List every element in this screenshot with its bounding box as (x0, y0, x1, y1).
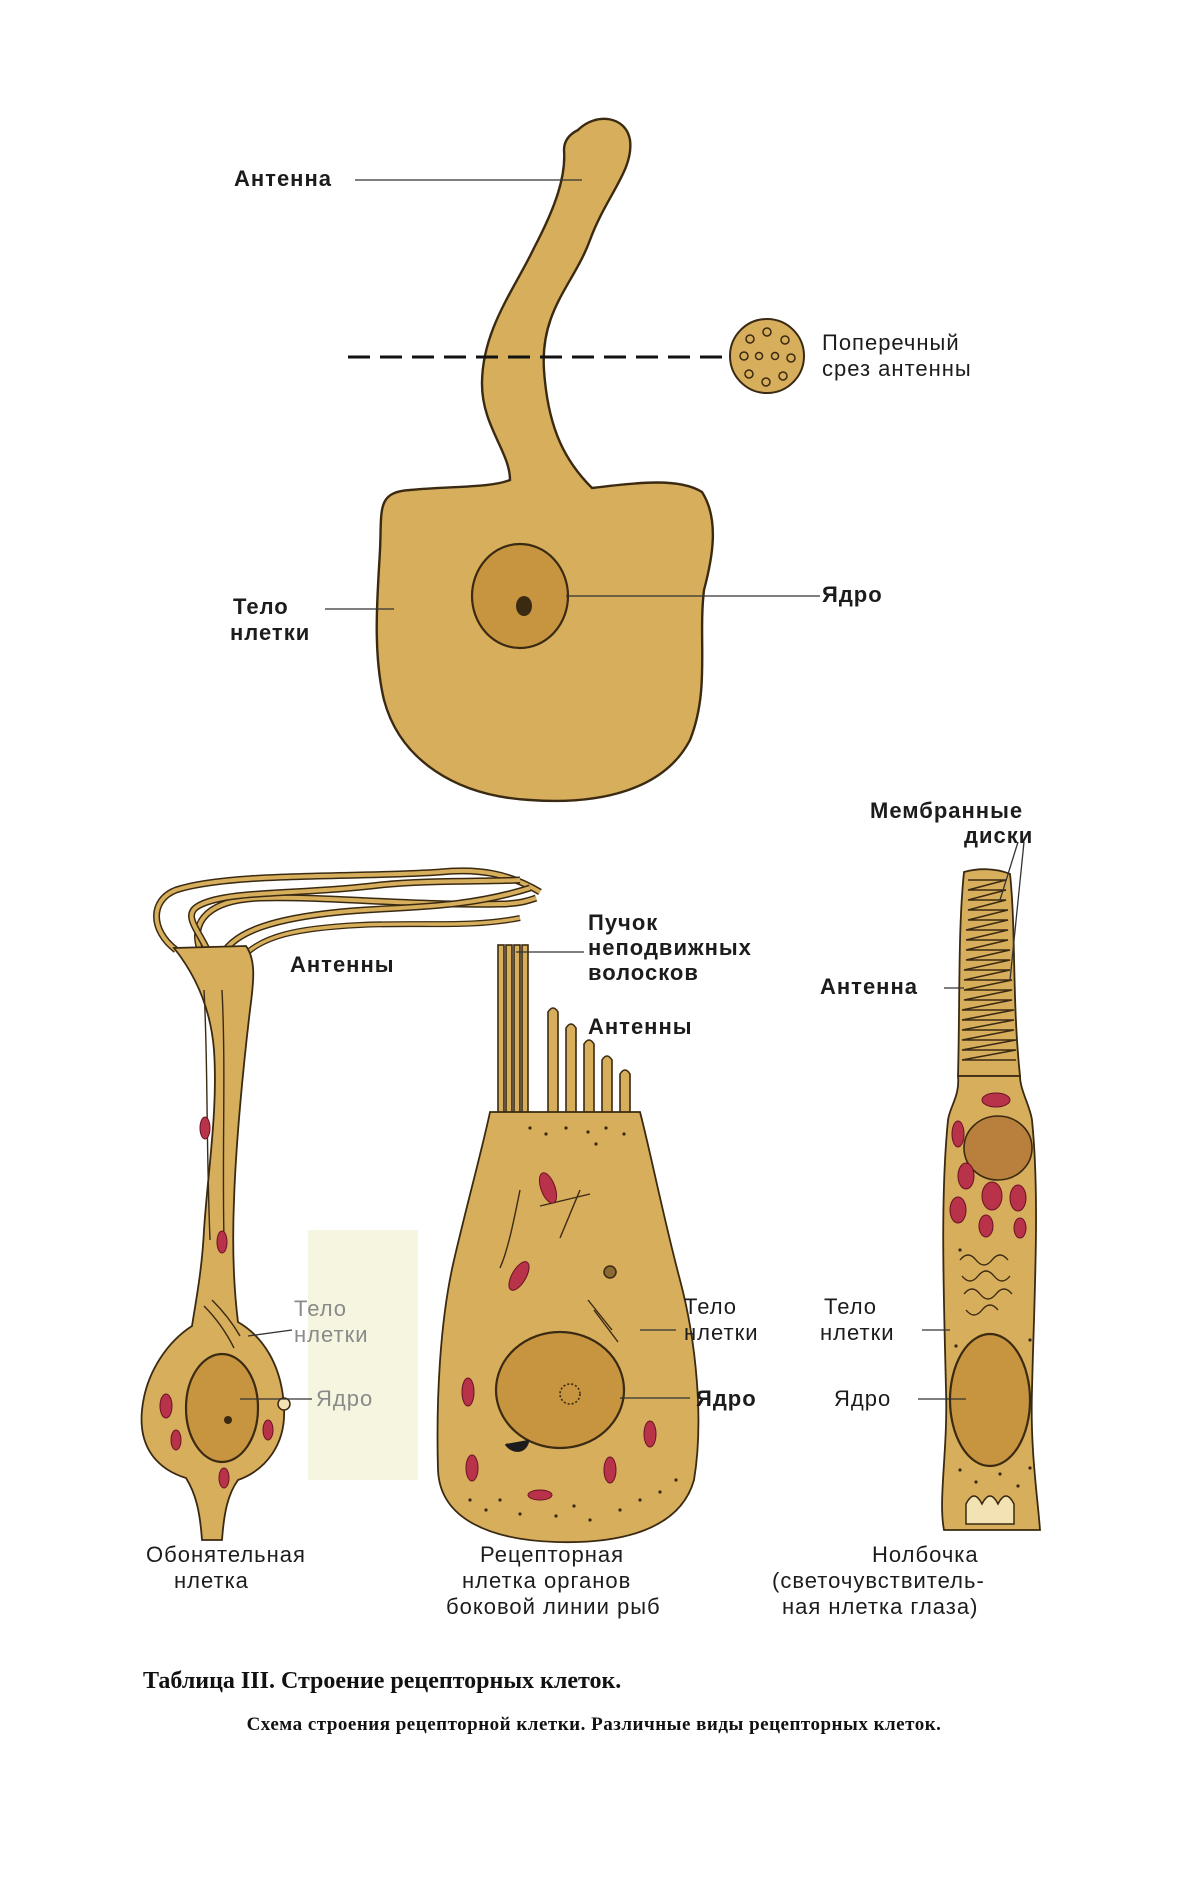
olfactory-cell: Антенны Тело нлетки Ядро Обонятельная нл… (140, 867, 542, 1593)
lateral-line-body-label-line2: нлетки (684, 1320, 758, 1345)
olfactory-caption-line2: нлетка (174, 1568, 249, 1593)
cone-antenna-label: Антенна (820, 974, 918, 999)
cone-caption-line2: (светочувствитель- (772, 1568, 985, 1593)
scheme-receptor-cell: Антенна Поперечный срез антенны Тело нле… (230, 117, 972, 803)
lateral-line-granules (468, 1126, 678, 1522)
table-title: Таблица III. Строение рецепторных клеток… (143, 1668, 622, 1694)
cross-section-label-line2: срез антенны (822, 356, 972, 381)
scheme-nucleus-label: Ядро (822, 582, 883, 607)
lateral-line-cell-shape (436, 1111, 700, 1544)
lateral-line-caption-line3: боковой линии рыб (446, 1594, 661, 1619)
olfactory-nucleus-label: Ядро (316, 1386, 373, 1411)
membrane-discs-label-line2: диски (964, 823, 1033, 848)
cone-nucleus (948, 1332, 1032, 1468)
membrane-discs (961, 879, 1017, 1061)
bundle-label-line2: неподвижных (588, 935, 752, 960)
cone-caption-line1: Нолбочка (872, 1542, 979, 1567)
lateral-line-nucleus (494, 1330, 626, 1450)
scheme-nucleolus (516, 596, 532, 616)
olfactory-caption-line1: Обонятельная (146, 1542, 306, 1567)
cone-ellipsoid (963, 1115, 1033, 1181)
antenna-cross-section (729, 318, 805, 394)
olfactory-body-label-line2: нлетки (294, 1322, 368, 1347)
olfactory-antennae (153, 867, 542, 962)
bundle-label-line1: Пучок (588, 910, 658, 935)
lateral-line-antennae-label: Антенны (588, 1014, 693, 1039)
bundle-label-line3: волосков (588, 960, 699, 985)
scheme-body-label-line1: Тело (233, 594, 289, 619)
cone-cell: Мембранные диски Антенна Тело нлетки Ядр… (772, 798, 1041, 1619)
faint-background-patch (308, 1230, 418, 1480)
lateral-line-caption-line1: Рецепторная (480, 1542, 624, 1567)
lateral-line-caption-line2: нлетка органов (462, 1568, 631, 1593)
lateral-line-body-label-line1: Тело (684, 1294, 737, 1319)
cone-caption-line3: ная нлетка глаза) (782, 1594, 978, 1619)
scheme-antenna-label: Антенна (234, 166, 332, 191)
olfactory-antennae-label: Антенны (290, 952, 395, 977)
scheme-body-label-line2: нлетки (230, 620, 310, 645)
cross-section-label-line1: Поперечный (822, 330, 960, 355)
cone-body-label-line1: Тело (824, 1294, 877, 1319)
cone-nucleus-label: Ядро (834, 1386, 891, 1411)
lateral-line-cell: Пучок неподвижных волосков Антенны Тело … (436, 910, 758, 1619)
olfactory-nucleus (184, 1352, 260, 1464)
scheme-nucleus (470, 542, 570, 650)
scheme-cell-shape (375, 117, 715, 803)
cone-body-label-line2: нлетки (820, 1320, 894, 1345)
table-description: Схема строения рецепторной клетки. Разли… (246, 1714, 942, 1735)
lateral-line-nucleus-label: Ядро (696, 1386, 757, 1411)
membrane-discs-label-line1: Мембранные (870, 798, 1023, 823)
olfactory-body-label-line1: Тело (294, 1296, 347, 1321)
